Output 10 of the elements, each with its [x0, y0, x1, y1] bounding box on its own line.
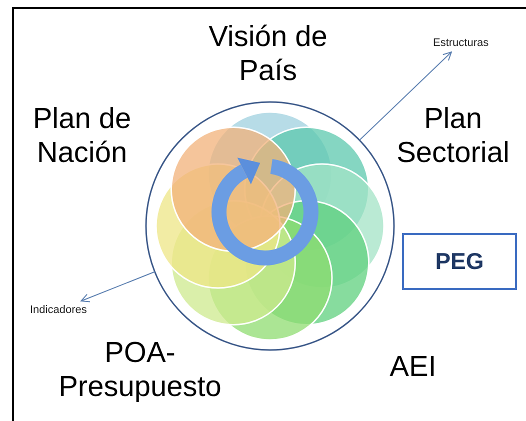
- arrow: [80, 271, 156, 302]
- stage-label: Plan de Nación: [32, 102, 132, 170]
- stage-label: Visión de País: [208, 20, 328, 88]
- stage-label: Plan Sectorial: [396, 102, 510, 170]
- peg-box: PEG: [402, 233, 517, 290]
- annotation-text: Estructuras: [433, 37, 489, 49]
- stage-label: POA-Presupuesto: [58, 336, 222, 404]
- arrow: [359, 52, 452, 141]
- annotation-text: Indicadores: [30, 304, 87, 316]
- stage-label: AEI: [388, 350, 438, 384]
